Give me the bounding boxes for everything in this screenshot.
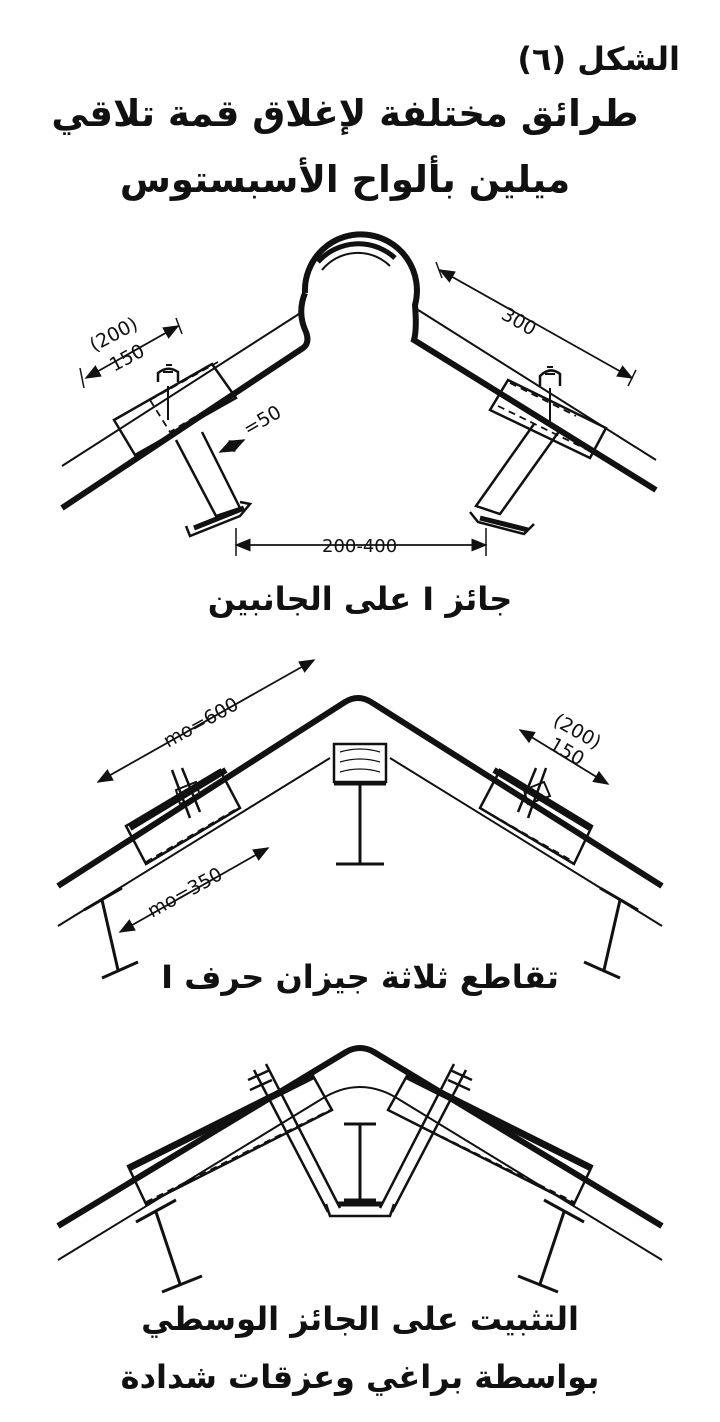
left-hook-bolt — [174, 431, 242, 518]
left-bolt-head — [156, 367, 180, 382]
left-purlin-block — [112, 362, 238, 457]
caption-diagram-3-line-1: التثبيت على الجائز الوسطي — [141, 1300, 579, 1338]
right-hook-bolt — [474, 423, 562, 516]
diagram-central-beam — [56, 1045, 664, 1294]
left-block — [126, 1072, 334, 1206]
left-tension-bolt — [252, 1063, 342, 1213]
ridge-roll-cap-inner — [321, 251, 391, 271]
caption-diagram-1: جائز I على الجانبين — [207, 580, 513, 618]
right-bolt-head — [538, 369, 562, 386]
center-i-beam — [334, 782, 386, 866]
dim-gap — [218, 439, 246, 453]
diagram-ridge-roll: (200) 150 =50 300 200-400 — [60, 231, 658, 557]
ridge-roll-body — [301, 231, 658, 493]
right-tension-bolt — [378, 1063, 468, 1213]
right-slope-upper-line — [414, 307, 657, 461]
right-block — [386, 1072, 594, 1206]
dim-label-lower: mo=350 — [144, 863, 227, 922]
ridge-roll-cap — [316, 241, 397, 264]
figure-title-line-1: طرائق مختلفة لإغلاق قمة تلاقي — [51, 92, 639, 135]
dim-right — [518, 729, 610, 785]
dim-label-right: 300 — [498, 303, 540, 340]
left-i-beam — [135, 1198, 203, 1294]
left-i-beam — [83, 886, 139, 980]
caption-diagram-3-line-2: بواسطة براغي وعزقات شدادة — [120, 1358, 600, 1396]
right-purlin-block — [488, 378, 608, 460]
caption-diagram-2: تقاطع ثلاثة جيزان حرف I — [161, 958, 559, 996]
figure-number: الشكل (٦) — [517, 40, 680, 78]
dim-label-gap: =50 — [240, 401, 286, 440]
dim-label-span: 200-400 — [322, 536, 397, 557]
right-block — [478, 768, 594, 866]
ridge-lower-line — [57, 1086, 663, 1261]
clamp-strap — [324, 1203, 396, 1218]
figure-title-line-2: ميلين بألواح الأسبستوس — [119, 158, 571, 201]
left-slope-upper-line — [61, 311, 303, 467]
dim-label-upper: mo=600 — [160, 693, 243, 752]
dim-upper — [96, 659, 316, 783]
ridge-sheet — [56, 1045, 664, 1229]
dim-lower — [118, 847, 270, 933]
diagram-three-beams: mo=600 mo=350 (200) 150 — [56, 659, 664, 980]
dim-left-width — [84, 325, 180, 379]
timber-block — [332, 742, 388, 784]
center-i-beam — [344, 1122, 376, 1202]
dim-right-length — [438, 269, 634, 379]
ridge-sheet — [56, 695, 664, 889]
right-i-beam — [517, 1198, 585, 1294]
left-slope-sheet — [60, 291, 311, 511]
right-i-beam — [583, 886, 639, 980]
